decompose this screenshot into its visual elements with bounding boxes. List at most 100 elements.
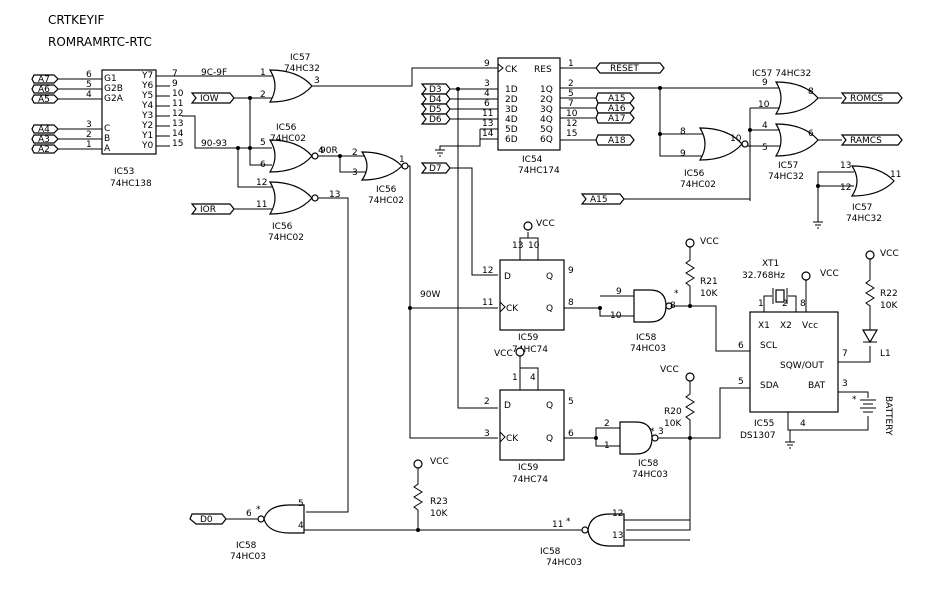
svg-text:74HC32: 74HC32 (284, 64, 320, 74)
svg-text:X1: X1 (758, 321, 770, 331)
svg-text:SQW/OUT: SQW/OUT (780, 361, 824, 371)
svg-text:4Q: 4Q (540, 115, 553, 125)
ic55-rtc: X1 X2 Vcc SCL SQW/OUT SDA BAT 1 2 8 6 7 … (738, 299, 848, 441)
ic53-decoder: G1 G2B G2A C B A Y7 Y6 Y5 Y4 Y3 Y2 Y1 Y0… (86, 69, 184, 189)
svg-text:D: D (504, 401, 511, 411)
svg-text:6Q: 6Q (540, 135, 553, 145)
svg-text:74HC02: 74HC02 (368, 196, 404, 206)
port-reset: RESET (595, 62, 665, 74)
svg-text:3: 3 (842, 379, 848, 389)
svg-text:A5: A5 (38, 95, 50, 105)
svg-text:Vcc: Vcc (802, 321, 818, 331)
svg-text:IC59: IC59 (518, 333, 539, 343)
crystal-xt1: XT1 32.768Hz (742, 259, 788, 304)
svg-text:5: 5 (568, 397, 574, 407)
svg-text:11: 11 (256, 200, 267, 210)
vcc-ic59a: VCC (523, 219, 555, 231)
port-d7: D7 (420, 162, 451, 174)
svg-text:15: 15 (172, 139, 183, 149)
svg-text:IC57: IC57 (290, 53, 310, 63)
svg-text:*: * (566, 517, 571, 527)
svg-text:3Q: 3Q (540, 105, 553, 115)
vcc-ic55: VCC (801, 269, 839, 281)
svg-text:A15: A15 (608, 94, 626, 104)
svg-text:11: 11 (482, 109, 493, 119)
svg-text:BATTERY: BATTERY (883, 396, 893, 436)
svg-text:C: C (104, 124, 110, 134)
gate-ic56d-nor: 12 11 13 IC56 74HC02 (256, 178, 340, 243)
svg-text:1: 1 (399, 155, 405, 165)
port-d6: D6 (420, 113, 451, 125)
svg-text:74HC02: 74HC02 (268, 233, 304, 243)
svg-text:2Q: 2Q (540, 95, 553, 105)
svg-text:74HC03: 74HC03 (230, 552, 266, 562)
svg-text:1: 1 (86, 140, 92, 150)
svg-text:IC58: IC58 (636, 333, 657, 343)
svg-text:10: 10 (610, 311, 622, 321)
port-a15: A15 (595, 92, 635, 104)
svg-text:2: 2 (568, 79, 574, 89)
svg-text:13: 13 (329, 190, 340, 200)
svg-text:Q: Q (546, 272, 553, 282)
svg-text:*: * (674, 289, 679, 299)
port-iow: IOW (190, 92, 235, 104)
port-romcs: ROMCS (840, 92, 903, 104)
svg-text:3D: 3D (505, 105, 518, 115)
svg-text:8: 8 (808, 87, 814, 97)
svg-text:Q: Q (546, 401, 553, 411)
port-d0: D0 (189, 513, 227, 525)
svg-text:4: 4 (530, 373, 536, 383)
svg-text:2D: 2D (505, 95, 518, 105)
svg-text:74HC74: 74HC74 (512, 345, 548, 355)
port-ior: IOR (190, 203, 235, 215)
svg-text:74HC174: 74HC174 (518, 166, 560, 176)
svg-text:15: 15 (566, 129, 577, 139)
net-90r: 90R (320, 146, 338, 156)
svg-text:3: 3 (484, 79, 490, 89)
port-ramcs: RAMCS (840, 134, 903, 146)
svg-text:*: * (650, 427, 655, 437)
svg-text:VCC: VCC (494, 349, 513, 359)
svg-text:6: 6 (246, 509, 252, 519)
svg-text:12: 12 (482, 266, 493, 276)
svg-text:14: 14 (482, 129, 494, 139)
svg-text:13: 13 (840, 161, 851, 171)
svg-text:D0: D0 (200, 515, 213, 525)
svg-text:D: D (504, 272, 511, 282)
port-a6: A6 (31, 84, 59, 95)
svg-text:5Q: 5Q (540, 125, 553, 135)
resistor-r21: VCC R21 10K (685, 237, 719, 299)
port-a16: A16 (595, 102, 635, 114)
svg-text:6: 6 (86, 70, 92, 80)
svg-text:13: 13 (482, 119, 493, 129)
svg-text:5: 5 (86, 80, 92, 90)
svg-text:VCC: VCC (430, 457, 449, 467)
svg-text:5: 5 (762, 143, 768, 153)
svg-text:VCC: VCC (660, 365, 679, 375)
net-90w: 90W (420, 290, 440, 300)
svg-text:12: 12 (256, 178, 267, 188)
led-l1: L1 (861, 320, 891, 359)
svg-text:5: 5 (568, 89, 574, 99)
svg-text:5: 5 (298, 499, 304, 509)
svg-text:Q: Q (546, 304, 553, 314)
svg-text:R20: R20 (664, 407, 682, 417)
svg-text:10K: 10K (430, 509, 448, 519)
svg-text:ROMCS: ROMCS (850, 94, 883, 104)
svg-text:D6: D6 (429, 115, 442, 125)
svg-text:74HC02: 74HC02 (270, 134, 306, 144)
svg-text:4: 4 (762, 121, 768, 131)
svg-text:Y7: Y7 (141, 71, 153, 81)
ic54-register: CK 1D 2D 3D 4D 5D 6D RES 1Q 2Q 3Q 4Q 5Q … (482, 57, 578, 176)
svg-text:RAMCS: RAMCS (850, 136, 882, 146)
svg-text:X2: X2 (780, 321, 792, 331)
svg-text:10K: 10K (700, 289, 718, 299)
ic59a-flipflop: D CK Q Q 12 11 9 8 13 10 IC59 74HC74 (482, 241, 574, 355)
svg-text:8: 8 (680, 127, 686, 137)
port-d3: D3 (420, 83, 451, 95)
svg-text:IC56: IC56 (276, 123, 297, 133)
svg-text:13: 13 (612, 531, 623, 541)
svg-text:5: 5 (260, 138, 266, 148)
svg-text:10: 10 (730, 134, 742, 144)
